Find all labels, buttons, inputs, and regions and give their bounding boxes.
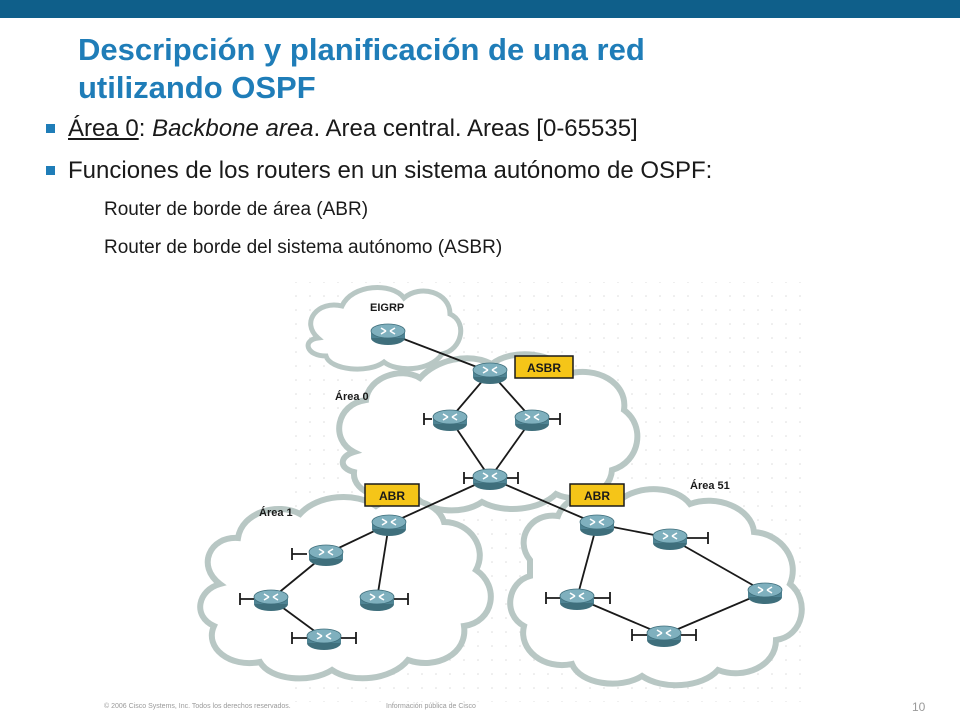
title-line-2: utilizando OSPF: [78, 70, 316, 105]
router-area0-right: [514, 409, 550, 432]
page-number: 10: [912, 700, 926, 714]
router-area1-a: [308, 544, 344, 567]
cloud-area1: [197, 494, 494, 682]
router-area1-d: [306, 628, 342, 651]
router-area0-left: [432, 409, 468, 432]
bullet1-separator: :: [138, 115, 153, 142]
label-eigrp: EIGRP: [370, 302, 404, 314]
bullet-square-icon: [46, 124, 55, 133]
router-eigrp: [370, 323, 406, 346]
label-area1: Área 1: [259, 506, 293, 519]
bullet1-rest: . Area central. Areas [0-65535]: [313, 115, 638, 142]
slide-title: Descripción y planificación de una red u…: [78, 31, 938, 107]
bullet-list: Área 0: Backbone area. Area central. Are…: [46, 113, 946, 261]
tag-abr-left-label: ABR: [379, 489, 405, 503]
tag-asbr: ASBR: [514, 355, 574, 379]
router-abr-left: [371, 514, 407, 537]
footer-copyright: © 2006 Cisco Systems, Inc. Todos los der…: [104, 703, 291, 710]
bullet-router-functions: Funciones de los routers en un sistema a…: [46, 155, 946, 187]
router-area0-core: [472, 468, 508, 491]
bullet2-text: Funciones de los routers en un sistema a…: [68, 157, 713, 184]
tag-asbr-label: ASBR: [527, 361, 561, 375]
title-line-1: Descripción y planificación de una red: [78, 32, 645, 67]
router-abr-right: [579, 514, 615, 537]
tag-abr-left: ABR: [364, 483, 420, 507]
router-area1-b: [253, 589, 289, 612]
area0-term: Área 0: [68, 115, 139, 142]
router-area51-b: [559, 588, 595, 611]
router-area1-c: [359, 589, 395, 612]
router-area51-d: [646, 625, 682, 648]
backbone-term: Backbone area: [152, 115, 314, 142]
router-asbr: [472, 362, 508, 385]
sub-item-asbr: Router de borde del sistema autónomo (AS…: [104, 237, 503, 258]
label-area0: Área 0: [335, 390, 369, 403]
tag-abr-right: ABR: [569, 483, 625, 507]
bullet-area0: Área 0: Backbone area. Area central. Are…: [46, 113, 946, 145]
label-area51: Área 51: [690, 479, 730, 492]
top-banner: [0, 0, 960, 18]
sub-item-abr: Router de borde de área (ABR): [104, 199, 369, 220]
router-area51-a: [652, 528, 688, 551]
router-area51-c: [747, 582, 783, 605]
bullet-square-icon: [46, 166, 55, 175]
footer-info: Información pública de Cisco: [386, 703, 476, 710]
tag-abr-right-label: ABR: [584, 489, 610, 503]
